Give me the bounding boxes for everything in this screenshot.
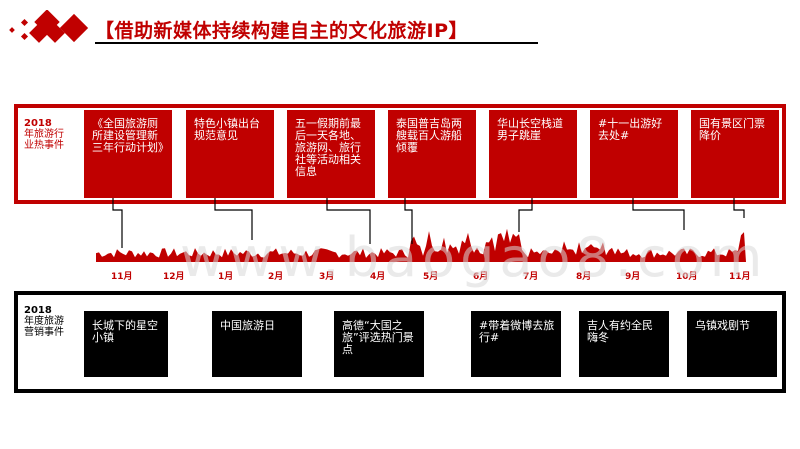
timeline-connector [518, 198, 533, 232]
timeline-connector [214, 198, 253, 240]
title-underline [95, 42, 538, 44]
marketing-event-card: 吉人有约全民嗨冬 [579, 311, 669, 377]
timeline-tick-label: 6月 [473, 272, 489, 282]
marketing-event-card: 乌镇戏剧节 [687, 311, 777, 377]
timeline-tick-label: 11月 [111, 272, 133, 282]
diamond-logo-icon [9, 10, 89, 43]
timeline-connectors [112, 198, 745, 248]
timeline-connector [404, 198, 413, 244]
timeline-connector [112, 198, 123, 248]
marketing-event-card: #带着微博去旅行# [471, 311, 561, 377]
timeline-tick-label: 1月 [218, 272, 234, 282]
timeline-tick-label: 2月 [268, 272, 284, 282]
timeline-tick-label: 3月 [319, 272, 335, 282]
timeline-tick-label: 4月 [370, 272, 386, 282]
timeline-tick-label: 8月 [576, 272, 592, 282]
marketing-event-card: 高德“大国之旅”评选热门景点 [334, 311, 424, 377]
timeline-tick-label: 10月 [676, 272, 698, 282]
hot-event-card: 《全国旅游厕所建设管理新三年行动计划》 [84, 110, 172, 198]
watermark: www.baogao8.com [180, 226, 768, 289]
hot-event-card: 五一假期前最后一天各地、旅游网、旅行社等活动相关信息 [287, 110, 375, 198]
timeline-tick-label: 11月 [729, 272, 751, 282]
hot-event-card: 特色小镇出台规范意见 [186, 110, 274, 198]
hot-event-card: #十一出游好去处# [590, 110, 678, 198]
timeline-connector [733, 198, 745, 218]
hot-panel-label: 2018 年旅游行业热事件 [24, 118, 64, 151]
timeline-tick-label: 7月 [523, 272, 539, 282]
marketing-panel-label: 2018 年度旅游营销事件 [24, 305, 64, 338]
hot-event-card: 泰国普吉岛两艘载百人游船倾覆 [388, 110, 476, 198]
marketing-event-card: 中国旅游日 [212, 311, 302, 377]
page-title: 【借助新媒体持续构建自主的文化旅游IP】 [95, 20, 468, 42]
hot-event-card: 华山长空栈道男子跳崖 [489, 110, 577, 198]
hot-event-card: 国有景区门票降价 [691, 110, 779, 198]
marketing-event-card: 长城下的星空小镇 [84, 311, 168, 377]
timeline-area [96, 228, 746, 262]
timeline-tick-label: 9月 [625, 272, 641, 282]
timeline-tick-label: 12月 [163, 272, 185, 282]
timeline-tick-label: 5月 [423, 272, 439, 282]
timeline-connector [326, 198, 371, 244]
timeline-connector [632, 198, 685, 230]
